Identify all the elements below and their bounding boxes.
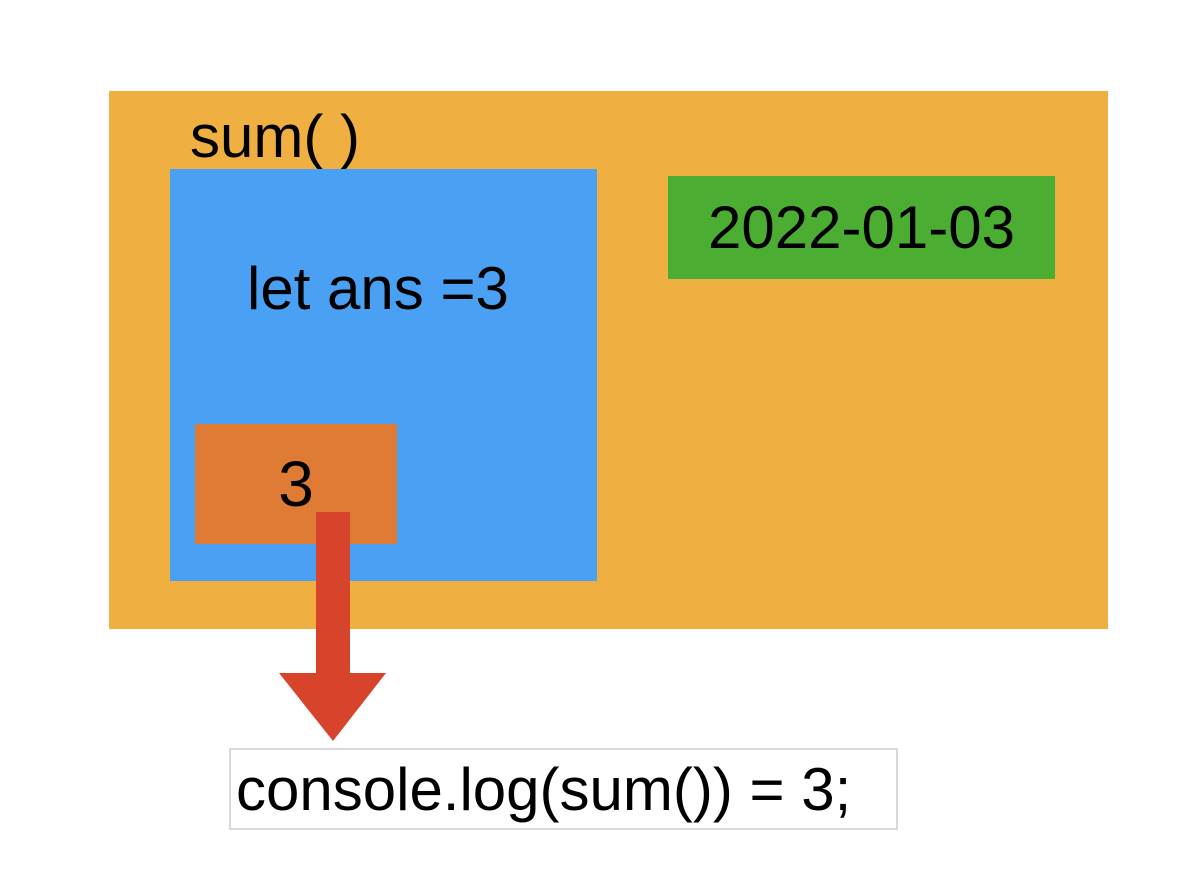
date-badge-label: 2022-01-03: [708, 194, 1015, 261]
function-name-label: sum( ): [190, 103, 360, 170]
console-output-box: console.log(sum()) = 3;: [229, 748, 898, 830]
variable-declaration-label: let ans =3: [247, 255, 509, 322]
down-arrow-shape: [279, 512, 386, 741]
date-badge: 2022-01-03: [668, 176, 1055, 279]
return-value-box: 3: [195, 424, 397, 544]
console-output-label: console.log(sum()) = 3;: [236, 755, 852, 823]
return-value-label: 3: [278, 448, 314, 520]
down-arrow-icon: [279, 512, 386, 741]
